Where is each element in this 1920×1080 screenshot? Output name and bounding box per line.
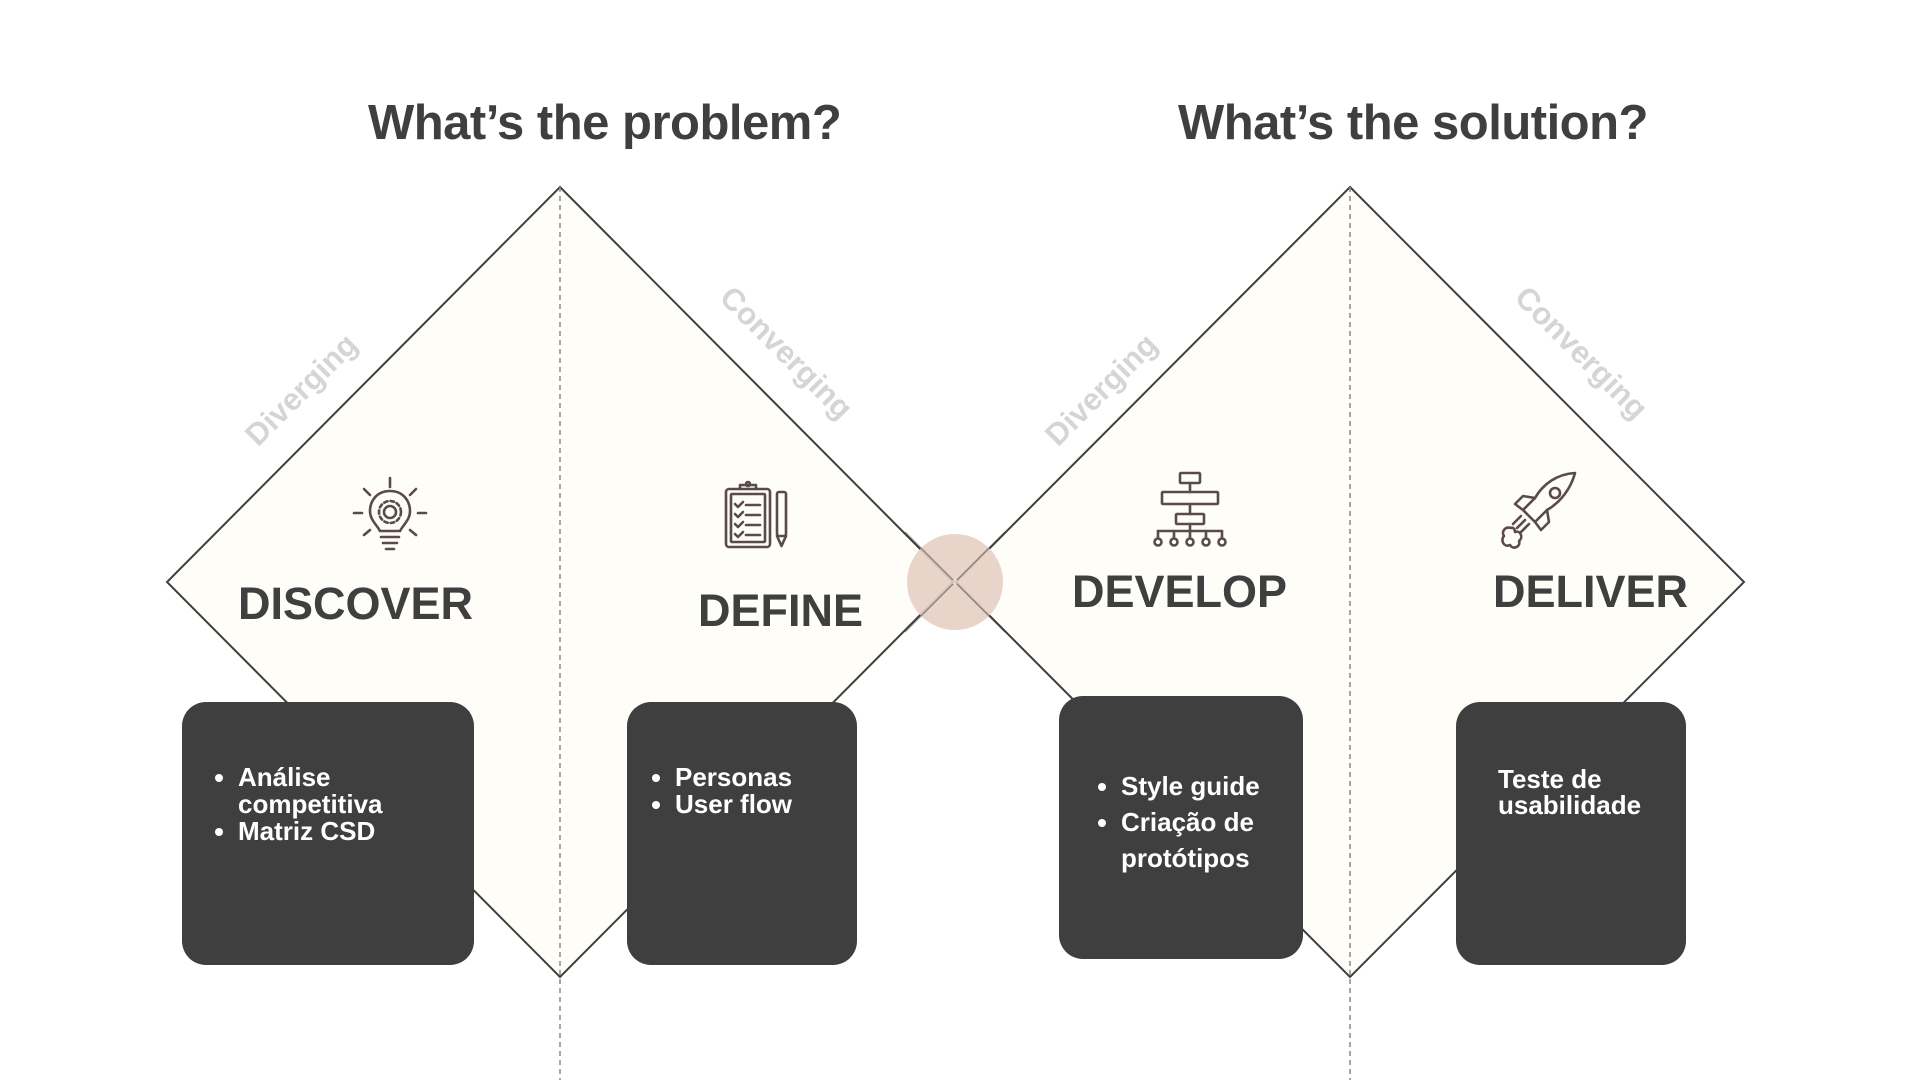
discover-card: Análise competitiva Matriz CSD	[182, 702, 474, 965]
develop-card: Style guide Criação de protótipos	[1059, 696, 1303, 959]
list-item: Matriz CSD	[238, 818, 454, 845]
define-list: Personas User flow	[649, 764, 841, 818]
sitemap-icon	[1153, 471, 1227, 547]
list-item: Personas	[675, 764, 841, 791]
list-item: Criação de protótipos	[1121, 804, 1271, 876]
phase-title-deliver: DELIVER	[1493, 566, 1689, 617]
problem-heading: What’s the problem?	[368, 96, 842, 150]
rocket-icon	[1501, 471, 1577, 549]
list-item: Style guide	[1121, 768, 1291, 804]
define-card: Personas User flow	[627, 702, 857, 965]
solution-heading: What’s the solution?	[1178, 96, 1648, 150]
develop-list: Style guide Criação de protótipos	[1095, 768, 1291, 876]
list-item: User flow	[675, 791, 841, 818]
junction-line-left-bottom	[904, 583, 954, 633]
phase-title-develop: DEVELOP	[1072, 566, 1288, 617]
clipboard-checklist-icon	[724, 480, 788, 549]
deliver-text: Teste de usabilidade	[1498, 764, 1642, 820]
phase-title-define: DEFINE	[698, 585, 864, 636]
deliver-card: Teste de usabilidade	[1456, 702, 1686, 965]
junction-line-left-top	[904, 531, 954, 581]
junction-line-right-top	[956, 531, 1006, 581]
junction-line-right-bottom	[956, 583, 1006, 633]
discover-list: Análise competitiva Matriz CSD	[212, 764, 454, 845]
lightbulb-gear-icon	[352, 476, 428, 551]
list-item: Análise competitiva	[238, 764, 408, 818]
phase-title-discover: DISCOVER	[238, 578, 474, 629]
